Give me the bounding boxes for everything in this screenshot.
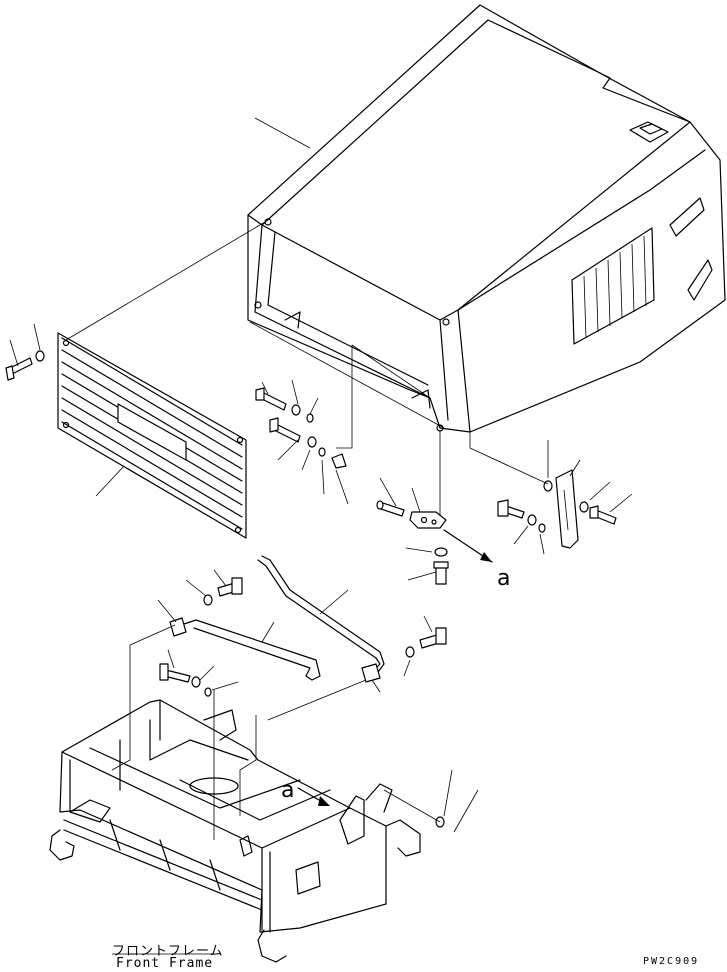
hood-cover <box>247 4 726 433</box>
hinge-assembly <box>376 500 449 585</box>
reference-mark-a-bottom: a <box>281 778 295 803</box>
side-latch <box>497 469 617 549</box>
caption-japanese: フロントフレーム <box>112 944 224 959</box>
drawing-code: PW2C909 <box>643 956 700 967</box>
caption-english: Front Frame <box>116 956 214 971</box>
support-rods <box>169 555 385 683</box>
hood-fasteners <box>255 387 347 469</box>
grille-bolt <box>5 350 45 381</box>
reference-mark-a-top: a <box>497 566 511 591</box>
front-grille <box>57 332 247 539</box>
stay-fasteners <box>159 577 447 828</box>
front-frame <box>49 699 421 963</box>
leader-lines <box>9 117 633 840</box>
